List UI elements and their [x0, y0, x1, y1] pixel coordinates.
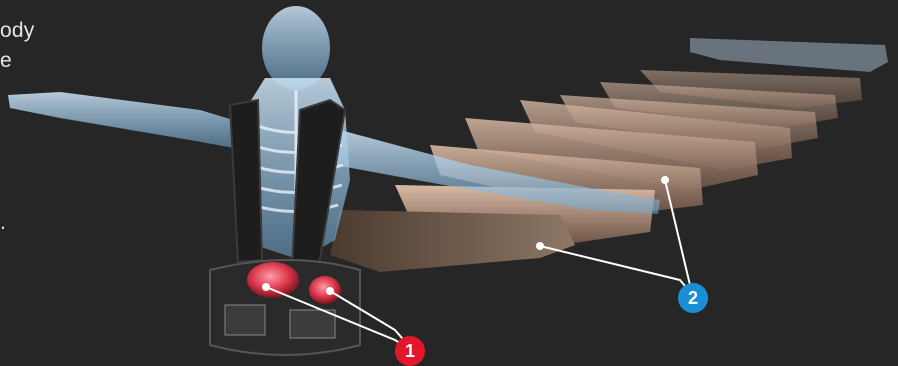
- callout-badge-2: 2: [678, 283, 708, 313]
- lumbar-belt: [210, 260, 360, 355]
- callout-badge-1: 1: [395, 336, 425, 366]
